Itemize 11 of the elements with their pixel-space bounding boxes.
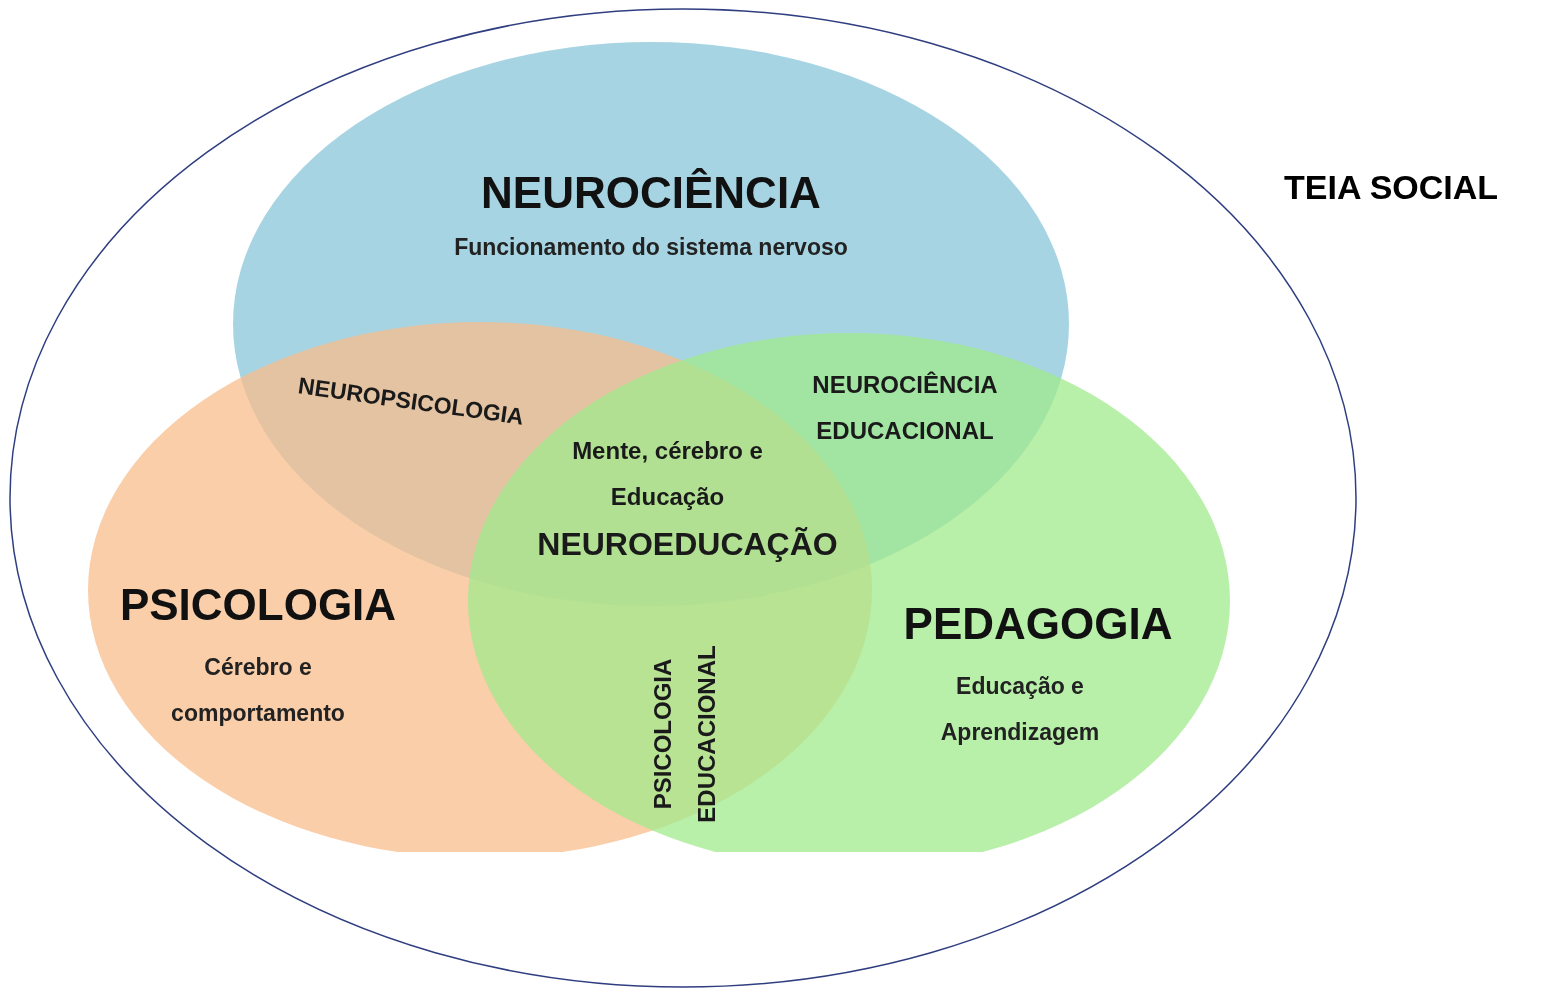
overlap-label: NEUROCIÊNCIA EDUCACIONAL xyxy=(811,370,999,446)
circle-description: Cérebro e comportamento xyxy=(170,653,346,728)
overlap-label: PSICOLOGIA EDUCACIONAL xyxy=(648,644,721,825)
circle-description: Funcionamento do sistema nervoso xyxy=(453,233,849,262)
circle-heading: PSICOLOGIA xyxy=(118,579,398,631)
circle-heading: PEDAGOGIA xyxy=(902,598,1174,650)
region-title: TEIA SOCIAL xyxy=(1284,167,1500,208)
circle-heading: NEUROCIÊNCIA xyxy=(480,167,822,219)
overlap-label: NEUROEDUCAÇÃO xyxy=(536,525,839,564)
overlap-label: Mente, cérebro e Educação xyxy=(571,436,764,512)
circle-description: Educação e Aprendizagem xyxy=(939,672,1101,747)
